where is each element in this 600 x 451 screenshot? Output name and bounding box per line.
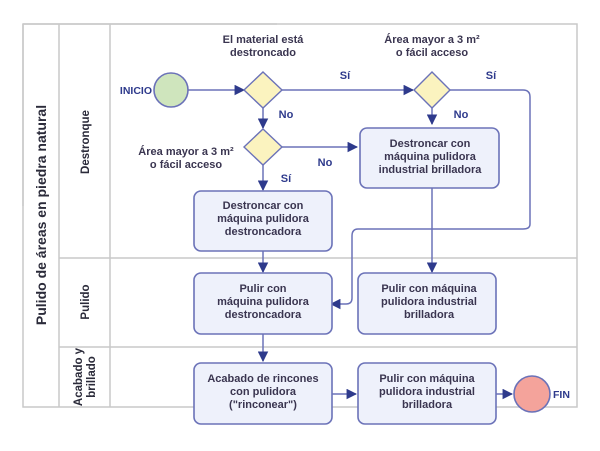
lane-title-acabado-line1: Acabado y (73, 347, 85, 406)
task-line1: Pulir con (239, 283, 286, 295)
task-line3: ("rinconear") (229, 399, 297, 411)
task-acabado-rincones[interactable]: Acabado de rincones con pulidora ("rinco… (193, 362, 333, 425)
task-box (359, 127, 500, 189)
task-destroncar-brilladora[interactable]: Destroncar con máquina pulidora industri… (359, 127, 500, 189)
flow-label-g1-yes: Sí (340, 70, 351, 82)
gateway-question-line2: o fácil acceso (150, 159, 222, 171)
end-label: FIN (553, 389, 570, 401)
gateway-question-line1: Área mayor a 3 m² (384, 33, 480, 46)
end-event[interactable]: FIN (513, 375, 570, 413)
gateway-diamond (242, 71, 284, 109)
lane-title-acabado-line2: brillado (86, 356, 98, 398)
flow-label-g3-no: No (318, 157, 333, 169)
task-line3: destroncadora (225, 309, 302, 321)
task-line3: brilladora (402, 399, 453, 411)
task-pulir-destroncadora[interactable]: Pulir con máquina pulidora destroncadora (193, 272, 333, 335)
gateway-area-top[interactable]: Área mayor a 3 m² o fácil acceso (384, 33, 480, 109)
task-pulir-brilladora[interactable]: Pulir con máquina pulidora industrial br… (357, 272, 497, 335)
gateway-question-line2: destroncado (230, 47, 296, 59)
lane-title-acabado: Acabado y brillado (73, 347, 98, 406)
flow-g2-yes-to-t3 (329, 89, 531, 310)
gateway-diamond (413, 71, 451, 109)
task-line1: Destroncar con (390, 138, 471, 150)
task-line2: pulidora industrial (381, 296, 477, 308)
task-line2: máquina pulidora (217, 213, 310, 225)
task-pulir-final[interactable]: Pulir con máquina pulidora industrial br… (357, 362, 497, 425)
task-line2: máquina pulidora (384, 151, 477, 163)
task-line1: Destroncar con (223, 200, 304, 212)
task-line3: brilladora (404, 309, 455, 321)
task-line2: máquina pulidora (217, 296, 310, 308)
task-box (193, 362, 333, 425)
flow-label-g2-yes: Sí (486, 70, 497, 82)
gateway-question-line1: El material está (223, 34, 305, 46)
gateway-question-line2: o fácil acceso (396, 47, 468, 59)
task-line1: Pulir con máquina (379, 373, 475, 385)
gateway-material-destroncado[interactable]: El material está destroncado (223, 34, 305, 109)
task-line1: Pulir con máquina (381, 283, 477, 295)
flow-label-g1-no: No (279, 109, 294, 121)
task-box (193, 190, 333, 252)
lane-title-destronque: Destronque (80, 110, 92, 174)
gateway-question-line1: Área mayor a 3 m² (138, 145, 234, 158)
gateway-diamond (242, 128, 284, 166)
task-box (357, 362, 497, 425)
task-line3: industrial brilladora (379, 164, 483, 176)
lane-title-pulido: Pulido (80, 284, 92, 319)
sequence-flows (188, 84, 531, 400)
start-circle (153, 72, 189, 108)
start-event[interactable]: INICIO (120, 72, 189, 108)
gateway-area-left[interactable]: Área mayor a 3 m² o fácil acceso (138, 128, 284, 171)
task-line1: Acabado de rincones (207, 373, 318, 385)
task-line2: pulidora industrial (379, 386, 475, 398)
task-line2: con pulidora (230, 386, 297, 398)
task-line3: destroncadora (225, 226, 302, 238)
end-circle (513, 375, 551, 413)
task-box (357, 272, 497, 335)
task-box (193, 272, 333, 335)
flow-label-g3-yes: Sí (281, 173, 292, 185)
task-destroncar-destroncadora[interactable]: Destroncar con máquina pulidora destronc… (193, 190, 333, 252)
flow-label-g2-no: No (454, 109, 469, 121)
pool-title: Pulido de áreas en piedra natural (33, 105, 49, 325)
start-label: INICIO (120, 85, 152, 97)
